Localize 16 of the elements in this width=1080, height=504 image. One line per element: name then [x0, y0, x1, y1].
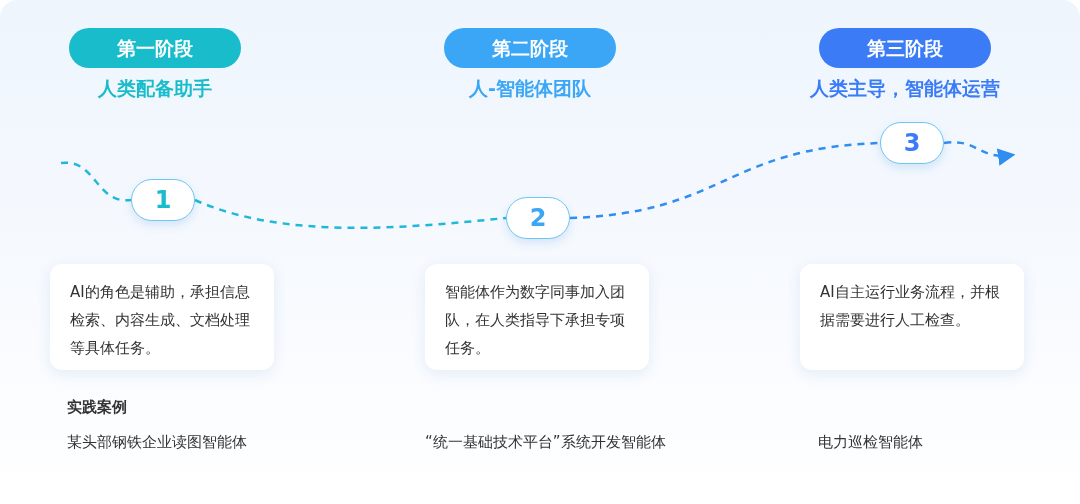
description-text: AI的角色是辅助，承担信息检索、内容生成、文档处理等具体任务。 — [70, 282, 251, 359]
dashed-connector — [60, 161, 132, 202]
section-heading: 实践案例 — [67, 397, 127, 418]
stage-pill: 第三阶段 — [819, 28, 991, 68]
stage-pill: 第一阶段 — [69, 28, 241, 68]
dashed-connector — [943, 141, 1016, 165]
stage-pill: 第二阶段 — [444, 28, 616, 68]
stage-subtitle: 人类主导，智能体运营 — [809, 76, 1001, 101]
stage-subtitle: 人类配备助手 — [97, 76, 213, 101]
description-text: AI自主运行业务流程，并根据需要进行人工检查。 — [820, 282, 1001, 331]
description-text: 智能体作为数字同事加入团队，在人类指导下承担专项任务。 — [445, 282, 626, 359]
stage-subtitle: 人-智能体团队 — [468, 76, 592, 101]
case-text: “统一基础技术平台”系统开发智能体 — [425, 432, 667, 453]
case-text: 某头部钢铁企业读图智能体 — [67, 432, 248, 453]
case-text: 电力巡检智能体 — [818, 432, 924, 453]
dashed-connector — [194, 198, 507, 229]
